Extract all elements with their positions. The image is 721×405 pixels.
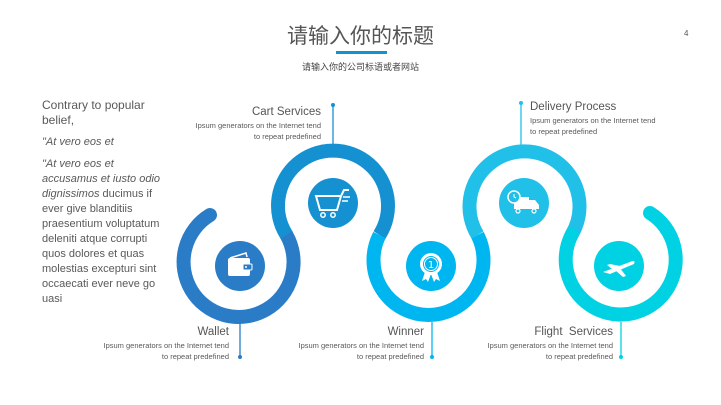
delivery-connector-dot: [519, 101, 523, 105]
step-desc-line2: to repeat predefined: [545, 352, 613, 361]
flight-connector-dot: [619, 355, 623, 359]
step-title: Wallet: [197, 326, 229, 338]
delivery-arc: [462, 144, 587, 239]
step-desc-line1: Ipsum generators on the Internet tend: [195, 121, 322, 130]
step-title: Delivery Process: [530, 101, 617, 113]
step-delivery-process: Delivery Process Ipsum generators on the…: [530, 101, 690, 137]
step-desc-line2: to repeat predefined: [530, 127, 598, 136]
intro-text: Contrary to popular belief, "At vero eos…: [42, 98, 164, 314]
winner-arc: [366, 231, 491, 322]
intro-quote-italic: "At vero eos et accusamus et iusto odio …: [42, 158, 161, 200]
intro-body: ducimus if ever give blanditiis praesent…: [42, 188, 160, 305]
step-wallet: Wallet Ipsum generators on the Internet …: [59, 326, 230, 362]
airplane-icon: [594, 241, 644, 291]
step-desc-line2: to repeat predefined: [161, 352, 229, 361]
shopping-cart-icon: [308, 178, 358, 228]
step-desc-line1: Ipsum generators on the Internet tend: [103, 341, 230, 350]
step-desc-line2: to repeat predefined: [253, 132, 321, 141]
wallet-arc: [176, 208, 301, 324]
page-subtitle: 请输入你的公司标语或者网站: [301, 63, 419, 73]
flight-arc: [558, 206, 683, 322]
step-desc-line1: Ipsum generators on the Internet tend: [298, 341, 425, 350]
step-title: Cart Services: [251, 106, 321, 118]
step-winner: Winner Ipsum generators on the Internet …: [254, 326, 425, 362]
step-flight-services: Flight Services Ipsum generators on the …: [443, 326, 614, 362]
page-title: 请输入你的标题: [287, 24, 434, 48]
step-cart-services: Cart Services Ipsum generators on the In…: [161, 106, 322, 142]
winner-connector-dot: [430, 355, 434, 359]
cart-connector-dot: [331, 103, 335, 107]
cart-arc: [271, 143, 395, 239]
award-medal-icon: 1: [406, 241, 456, 291]
intro-heading: Contrary to popular belief,: [42, 98, 145, 127]
svg-text:1: 1: [428, 260, 434, 271]
delivery-truck-icon: [499, 178, 549, 228]
wallet-connector-dot: [238, 355, 242, 359]
step-title: Winner: [387, 326, 424, 338]
step-desc-line1: Ipsum generators on the Internet tend: [487, 341, 614, 350]
step-desc-line2: to repeat predefined: [356, 352, 424, 361]
title-underline: [336, 51, 387, 54]
wallet-icon: [215, 241, 265, 291]
page-number: 4: [684, 29, 689, 38]
step-desc-line1: Ipsum generators on the Internet tend: [530, 116, 656, 125]
step-title: Flight Services: [534, 326, 613, 338]
intro-quote: "At vero eos et: [42, 136, 114, 148]
